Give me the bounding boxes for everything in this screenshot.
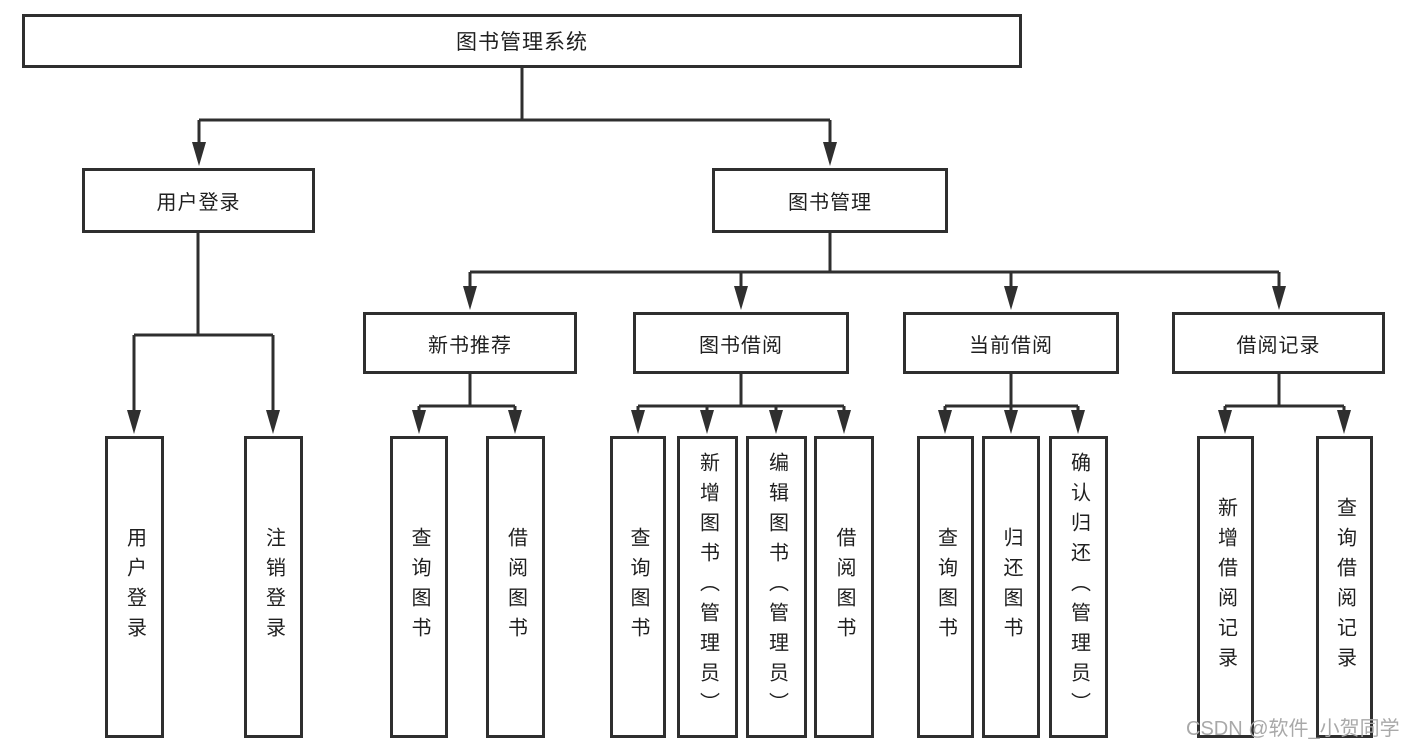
watermark: CSDN @软件_小贺同学 (1186, 718, 1400, 740)
leaf-borrow-query-book-label: 查询图书 (627, 527, 649, 647)
arrow-down-icon (1004, 410, 1018, 434)
node-book-management-label: 图书管理 (788, 192, 872, 214)
leaf-borrow-query-book: 查询图书 (610, 436, 666, 738)
node-current-borrow: 当前借阅 (903, 312, 1119, 374)
arrowheads (127, 142, 1351, 434)
node-borrow-records: 借阅记录 (1172, 312, 1385, 374)
arrow-down-icon (412, 410, 426, 434)
leaf-borrow-edit-book-admin: 编辑图书（管理员） (746, 436, 807, 738)
leaf-records-query-record-label: 查询借阅记录 (1333, 497, 1356, 677)
node-new-book-recommend: 新书推荐 (363, 312, 577, 374)
leaf-logout-label: 注销登录 (262, 527, 285, 647)
arrow-down-icon (1337, 410, 1351, 434)
leaf-recommend-query-book-label: 查询图书 (408, 527, 430, 647)
leaf-current-confirm-return-admin-label: 确认归还（管理员） (1067, 452, 1090, 722)
arrow-down-icon (1272, 286, 1286, 310)
node-user-login-label: 用户登录 (156, 192, 241, 214)
arrow-down-icon (192, 142, 206, 166)
leaf-current-return-book-label: 归还图书 (1000, 527, 1022, 647)
arrow-down-icon (508, 410, 522, 434)
leaf-current-query-book: 查询图书 (917, 436, 974, 738)
leaf-borrow-borrow-book: 借阅图书 (814, 436, 874, 738)
leaf-recommend-query-book: 查询图书 (390, 436, 448, 738)
arrow-down-icon (700, 410, 714, 434)
arrow-down-icon (938, 410, 952, 434)
arrow-down-icon (1004, 286, 1018, 310)
leaf-borrow-borrow-book-label: 借阅图书 (833, 527, 855, 647)
arrow-down-icon (1218, 410, 1232, 434)
node-user-login: 用户登录 (82, 168, 315, 233)
leaf-records-query-record: 查询借阅记录 (1316, 436, 1373, 738)
leaf-current-query-book-label: 查询图书 (934, 527, 957, 647)
node-new-book-recommend-label: 新书推荐 (428, 334, 512, 357)
arrow-down-icon (769, 410, 783, 434)
connector-lines (132, 68, 1346, 418)
arrow-down-icon (463, 286, 477, 310)
arrow-down-icon (127, 410, 141, 434)
leaf-records-add-record: 新增借阅记录 (1197, 436, 1254, 738)
node-current-borrow-label: 当前借阅 (969, 334, 1053, 357)
leaf-recommend-borrow-book-label: 借阅图书 (504, 527, 527, 647)
leaf-user-login-label: 用户登录 (123, 527, 146, 647)
leaf-borrow-add-book-admin: 新增图书（管理员） (677, 436, 738, 738)
arrow-down-icon (823, 142, 837, 166)
node-root: 图书管理系统 (22, 14, 1022, 68)
node-borrow-records-label: 借阅记录 (1236, 334, 1321, 357)
arrow-down-icon (734, 286, 748, 310)
leaf-records-add-record-label: 新增借阅记录 (1214, 497, 1237, 677)
leaf-borrow-edit-book-admin-label: 编辑图书（管理员） (765, 452, 788, 722)
leaf-current-confirm-return-admin: 确认归还（管理员） (1049, 436, 1108, 738)
leaf-user-login: 用户登录 (105, 436, 164, 738)
node-book-borrow-label: 图书借阅 (699, 334, 783, 357)
node-book-borrow: 图书借阅 (633, 312, 849, 374)
node-book-management: 图书管理 (712, 168, 948, 233)
arrow-down-icon (266, 410, 280, 434)
arrow-down-icon (837, 410, 851, 434)
arrow-down-icon (1071, 410, 1085, 434)
leaf-recommend-borrow-book: 借阅图书 (486, 436, 545, 738)
leaf-current-return-book: 归还图书 (982, 436, 1040, 738)
leaf-logout: 注销登录 (244, 436, 303, 738)
leaf-borrow-add-book-admin-label: 新增图书（管理员） (696, 452, 719, 722)
arrow-down-icon (631, 410, 645, 434)
node-root-label: 图书管理系统 (456, 31, 588, 54)
